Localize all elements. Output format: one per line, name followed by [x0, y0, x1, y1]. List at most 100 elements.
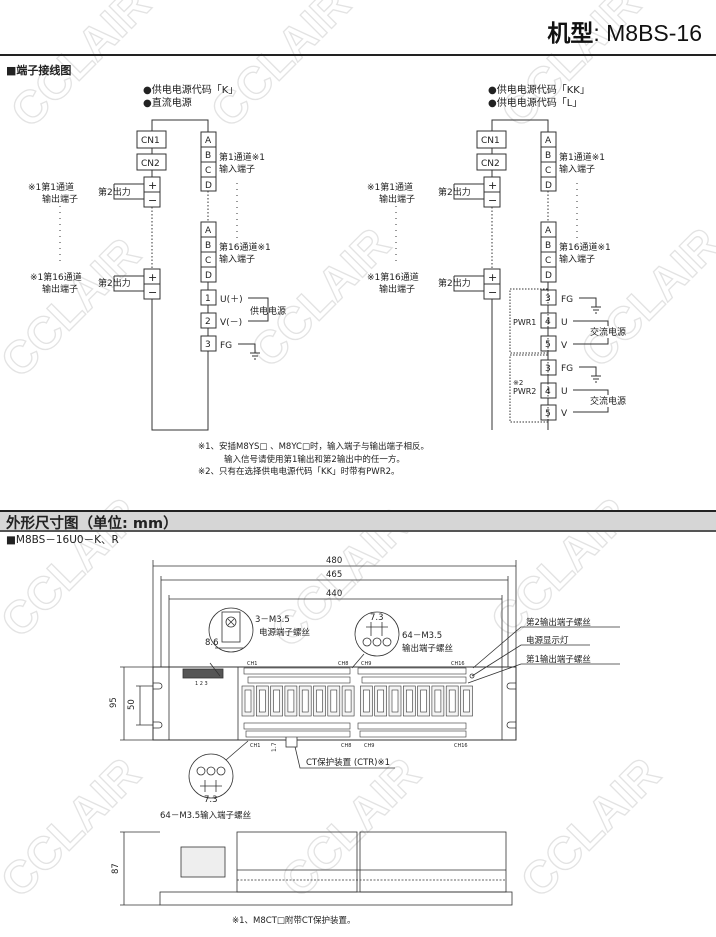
- u-label: U: [561, 318, 568, 328]
- terminal-3: 3: [545, 294, 551, 304]
- input-terminal-label: 输入端子: [559, 253, 595, 265]
- ac-supply-label: 交流电源: [590, 395, 626, 407]
- fg-label: FG: [561, 364, 573, 374]
- ct-dim: 1.7: [271, 742, 278, 752]
- height-95: 95: [109, 697, 119, 708]
- v-label: V: [561, 341, 568, 351]
- supply-label: 供电电源: [250, 305, 286, 317]
- output-terminal-strip-2: [357, 667, 467, 675]
- ch1-output-label: ※1第1通道: [367, 181, 413, 193]
- fg-label: FG: [561, 295, 573, 305]
- terminal-c: C: [545, 256, 551, 266]
- terminal-5: 5: [545, 340, 551, 350]
- ch16-label: CH16: [454, 743, 468, 749]
- relay-socket: [316, 689, 323, 713]
- ch9-label: CH9: [364, 743, 374, 749]
- note-1: ※1、安插M8YS□ 、M8YC□时，输入端子与输出端子相反。: [198, 442, 430, 452]
- right-wiring: [395, 119, 609, 430]
- ch1-label: CH1: [247, 661, 257, 667]
- relay-socket: [258, 689, 266, 713]
- output-terminal-strip-1: [247, 676, 351, 684]
- terminal-b: B: [545, 151, 551, 161]
- width-440: 440: [326, 589, 342, 599]
- pwr1-label: PWR1: [513, 318, 536, 327]
- cn2-label: CN2: [481, 159, 500, 169]
- plus-label: +: [488, 179, 497, 192]
- width-480: 480: [326, 556, 342, 566]
- terminal-a: A: [545, 136, 552, 146]
- u-label: U(＋): [220, 294, 243, 305]
- fg-label: FG: [220, 341, 232, 351]
- pwr2-label: PWR2: [513, 387, 536, 396]
- ch16-output-label: ※1第16通道: [367, 271, 419, 283]
- output-terminal-label: 输出端子: [379, 193, 415, 205]
- input-pitch: 7.3: [204, 795, 218, 805]
- minus-label: −: [488, 194, 497, 207]
- right-bullets: ●供电电源代码「KK」 ●供电电源代码「L」: [488, 84, 590, 110]
- ch1-input-label: 第1通道※1: [559, 151, 605, 163]
- dimensions-section-title: 外形尺寸图（单位: mm）: [6, 516, 178, 532]
- output-terminal-label: 输出端子: [42, 283, 78, 295]
- terminal-d: D: [205, 181, 212, 191]
- relay-socket: [420, 689, 427, 713]
- note-2: ※2、只有在选择供电电源代码「KK」时带有PWR2。: [198, 467, 400, 477]
- minus-label: −: [148, 286, 157, 299]
- relay-modules: [241, 667, 473, 738]
- terminal-a: A: [205, 136, 212, 146]
- front-view: [120, 560, 620, 799]
- page-title: 机型: M8BS-16: [547, 20, 702, 47]
- input-screw-label: 64－M3.5输入端子螺丝: [160, 810, 252, 821]
- output-pitch: 7.3: [370, 613, 384, 623]
- minus-label: −: [148, 194, 157, 207]
- power-indicator-callout: 电源显示灯: [526, 635, 569, 646]
- output-screw-label: 输出端子螺丝: [402, 643, 454, 654]
- bullet: ●供电电源代码「K」: [143, 85, 239, 96]
- ch9-label: CH9: [361, 661, 371, 667]
- output-terminal-label: 输出端子: [379, 283, 415, 295]
- dimensions-section-bar: 外形尺寸图（单位: mm）: [0, 510, 716, 532]
- title-rule: [0, 54, 716, 56]
- terminal-b: B: [545, 241, 551, 251]
- ch8-label: CH8: [338, 661, 348, 667]
- relay-socket: [344, 689, 352, 713]
- wiring-notes: ※1、安插M8YS□ 、M8YC□时，输入端子与输出端子相反。 输入信号请使用第…: [198, 441, 429, 479]
- left-wiring-labels: CN1 CN2 + − + − A B C D A B C D 1 2 3 第1…: [28, 136, 286, 351]
- plus-label: +: [148, 271, 157, 284]
- minus-label: −: [488, 286, 497, 299]
- terminal-2: 2: [205, 317, 211, 327]
- wiring-diagram: CN1 CN2 + − + − A B C D A B C D 1 2 3 第1…: [28, 119, 626, 431]
- note-1-cont: 输入信号请使用第1输出和第2输出中的任一方。: [224, 454, 405, 465]
- output-screw-qty: 64－M3.5: [402, 631, 442, 641]
- input-terminal-label: 输入端子: [219, 163, 255, 175]
- second-output-label: 第2出力: [438, 277, 471, 289]
- relay-socket: [405, 689, 413, 713]
- relay-socket: [287, 689, 295, 713]
- terminal-1: 1: [205, 294, 211, 304]
- dimension-labels: 480 465 440 95 50 3－M3.5 电源端子螺丝 8.6 7.3 …: [109, 556, 591, 821]
- terminal-5: 5: [545, 409, 551, 419]
- relay-socket: [273, 689, 280, 713]
- cn1-label: CN1: [141, 136, 160, 146]
- plus-label: +: [488, 271, 497, 284]
- power-screw-label: 电源端子螺丝: [259, 627, 311, 638]
- pwr2-note-mark: ※2: [513, 379, 523, 387]
- output-terminal-strip-2: [243, 667, 351, 675]
- right-wiring-labels: CN1 CN2 + − + − A B C D A B C D 3 4 5 3 …: [367, 136, 626, 419]
- relay-socket: [391, 689, 399, 713]
- model-subtitle: ■M8BS－16U0－K、R: [6, 534, 119, 546]
- v-label: V(－): [220, 318, 242, 328]
- terminal-4: 4: [545, 387, 551, 397]
- ch1-label: CH1: [250, 743, 260, 749]
- left-bullets: ●供电电源代码「K」 ●直流电源: [143, 84, 238, 110]
- terminal-d: D: [205, 271, 212, 281]
- cn2-label: CN2: [141, 159, 160, 169]
- second-output-label: 第2出力: [438, 186, 471, 198]
- u-label: U: [561, 387, 568, 397]
- wiring-section-title: ■端子接线图: [6, 64, 72, 77]
- first-output-screw-callout: 第1输出端子螺丝: [526, 654, 591, 665]
- ch16-label: CH16: [451, 661, 465, 667]
- bullet: ●供电电源代码「KK」: [488, 85, 590, 96]
- terminal-3: 3: [545, 364, 551, 374]
- power-terminal-numbers: 1 2 3: [195, 681, 208, 687]
